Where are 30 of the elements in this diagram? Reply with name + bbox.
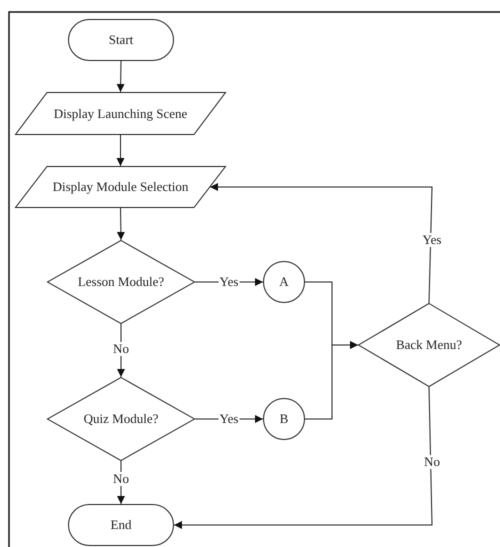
node-label: Quiz Module? bbox=[84, 411, 158, 427]
decision-diamond bbox=[47, 240, 195, 324]
arrow bbox=[116, 60, 125, 92]
decision-diamond bbox=[47, 377, 195, 461]
arrow bbox=[117, 460, 125, 504]
node-label: Back Menu? bbox=[396, 337, 462, 353]
input-output-parallelogram bbox=[15, 166, 226, 208]
connector-circle bbox=[263, 261, 305, 303]
arrow bbox=[304, 341, 358, 420]
edge-label: No bbox=[112, 472, 130, 486]
node-label: Start bbox=[108, 32, 134, 48]
arrow bbox=[210, 183, 433, 304]
connector-circle bbox=[263, 398, 305, 440]
edge-label: Yes bbox=[218, 412, 240, 426]
node-label: Lesson Module? bbox=[78, 274, 164, 290]
arrow bbox=[117, 324, 125, 378]
arrow bbox=[174, 386, 433, 529]
node-label: Display Module Selection bbox=[52, 179, 188, 195]
node-label: Display Launching Scene bbox=[54, 106, 188, 122]
node-label: End bbox=[110, 517, 132, 533]
input-output-parallelogram bbox=[15, 92, 226, 135]
arrow bbox=[116, 134, 124, 166]
edge-label: Yes bbox=[422, 233, 442, 247]
arrow bbox=[116, 208, 125, 240]
node-label: B bbox=[280, 411, 288, 427]
edge-label: Yes bbox=[218, 275, 240, 289]
edge-label: No bbox=[423, 455, 441, 469]
edge-label: No bbox=[112, 342, 130, 356]
node-label: A bbox=[279, 274, 289, 290]
decision-diamond bbox=[358, 303, 500, 387]
